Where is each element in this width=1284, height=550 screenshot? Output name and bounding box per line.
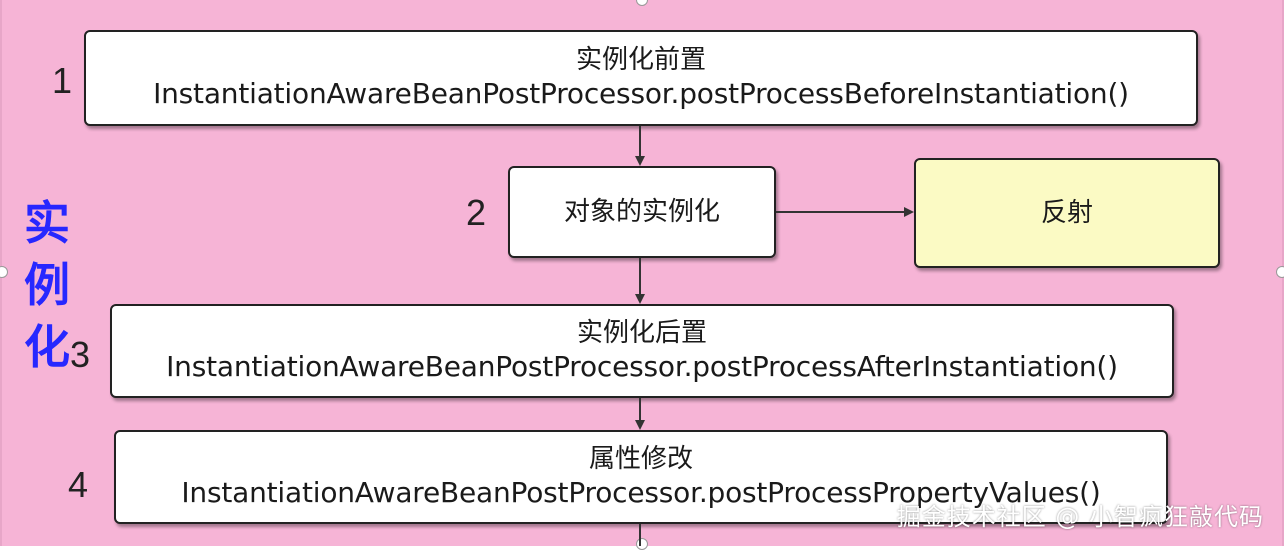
resize-handle-top[interactable] [636,0,648,6]
step-method-3: InstantiationAwareBeanPostProcessor.post… [166,350,1118,383]
resize-handle-bottom[interactable] [636,538,648,550]
step-number-1: 1 [52,60,73,101]
step-number-2: 2 [466,192,487,233]
reflection-box[interactable]: 反射 [914,158,1220,268]
step-number-4: 4 [68,464,89,505]
side-label: 实 例 化 [20,192,74,378]
step-method-1: InstantiationAwareBeanPostProcessor.post… [153,77,1129,110]
step-number-3: 3 [70,334,91,375]
side-label-char-3: 化 [24,320,70,374]
watermark: 掘金技术社区 @ 小智疯狂敲代码 [896,503,1264,531]
step-box-2[interactable]: 对象的实例化 [508,166,776,258]
resize-handle-right[interactable] [1276,266,1284,278]
reflection-title: 反射 [1040,198,1093,228]
step-method-4: InstantiationAwareBeanPostProcessor.post… [181,476,1101,509]
step-box-3[interactable]: 实例化后置 InstantiationAwareBeanPostProcesso… [110,304,1174,398]
side-label-char-2: 例 [24,258,70,312]
resize-handle-left[interactable] [0,266,8,278]
step-box-4[interactable]: 属性修改 InstantiationAwareBeanPostProcessor… [114,430,1168,524]
step-box-1[interactable]: 实例化前置 InstantiationAwareBeanPostProcesso… [84,30,1198,126]
step-title-4: 属性修改 [588,444,693,474]
step-title-1: 实例化前置 [575,45,706,75]
step-title-2: 对象的实例化 [563,197,720,227]
side-label-char-1: 实 [24,196,70,250]
step-title-3: 实例化后置 [576,318,707,348]
